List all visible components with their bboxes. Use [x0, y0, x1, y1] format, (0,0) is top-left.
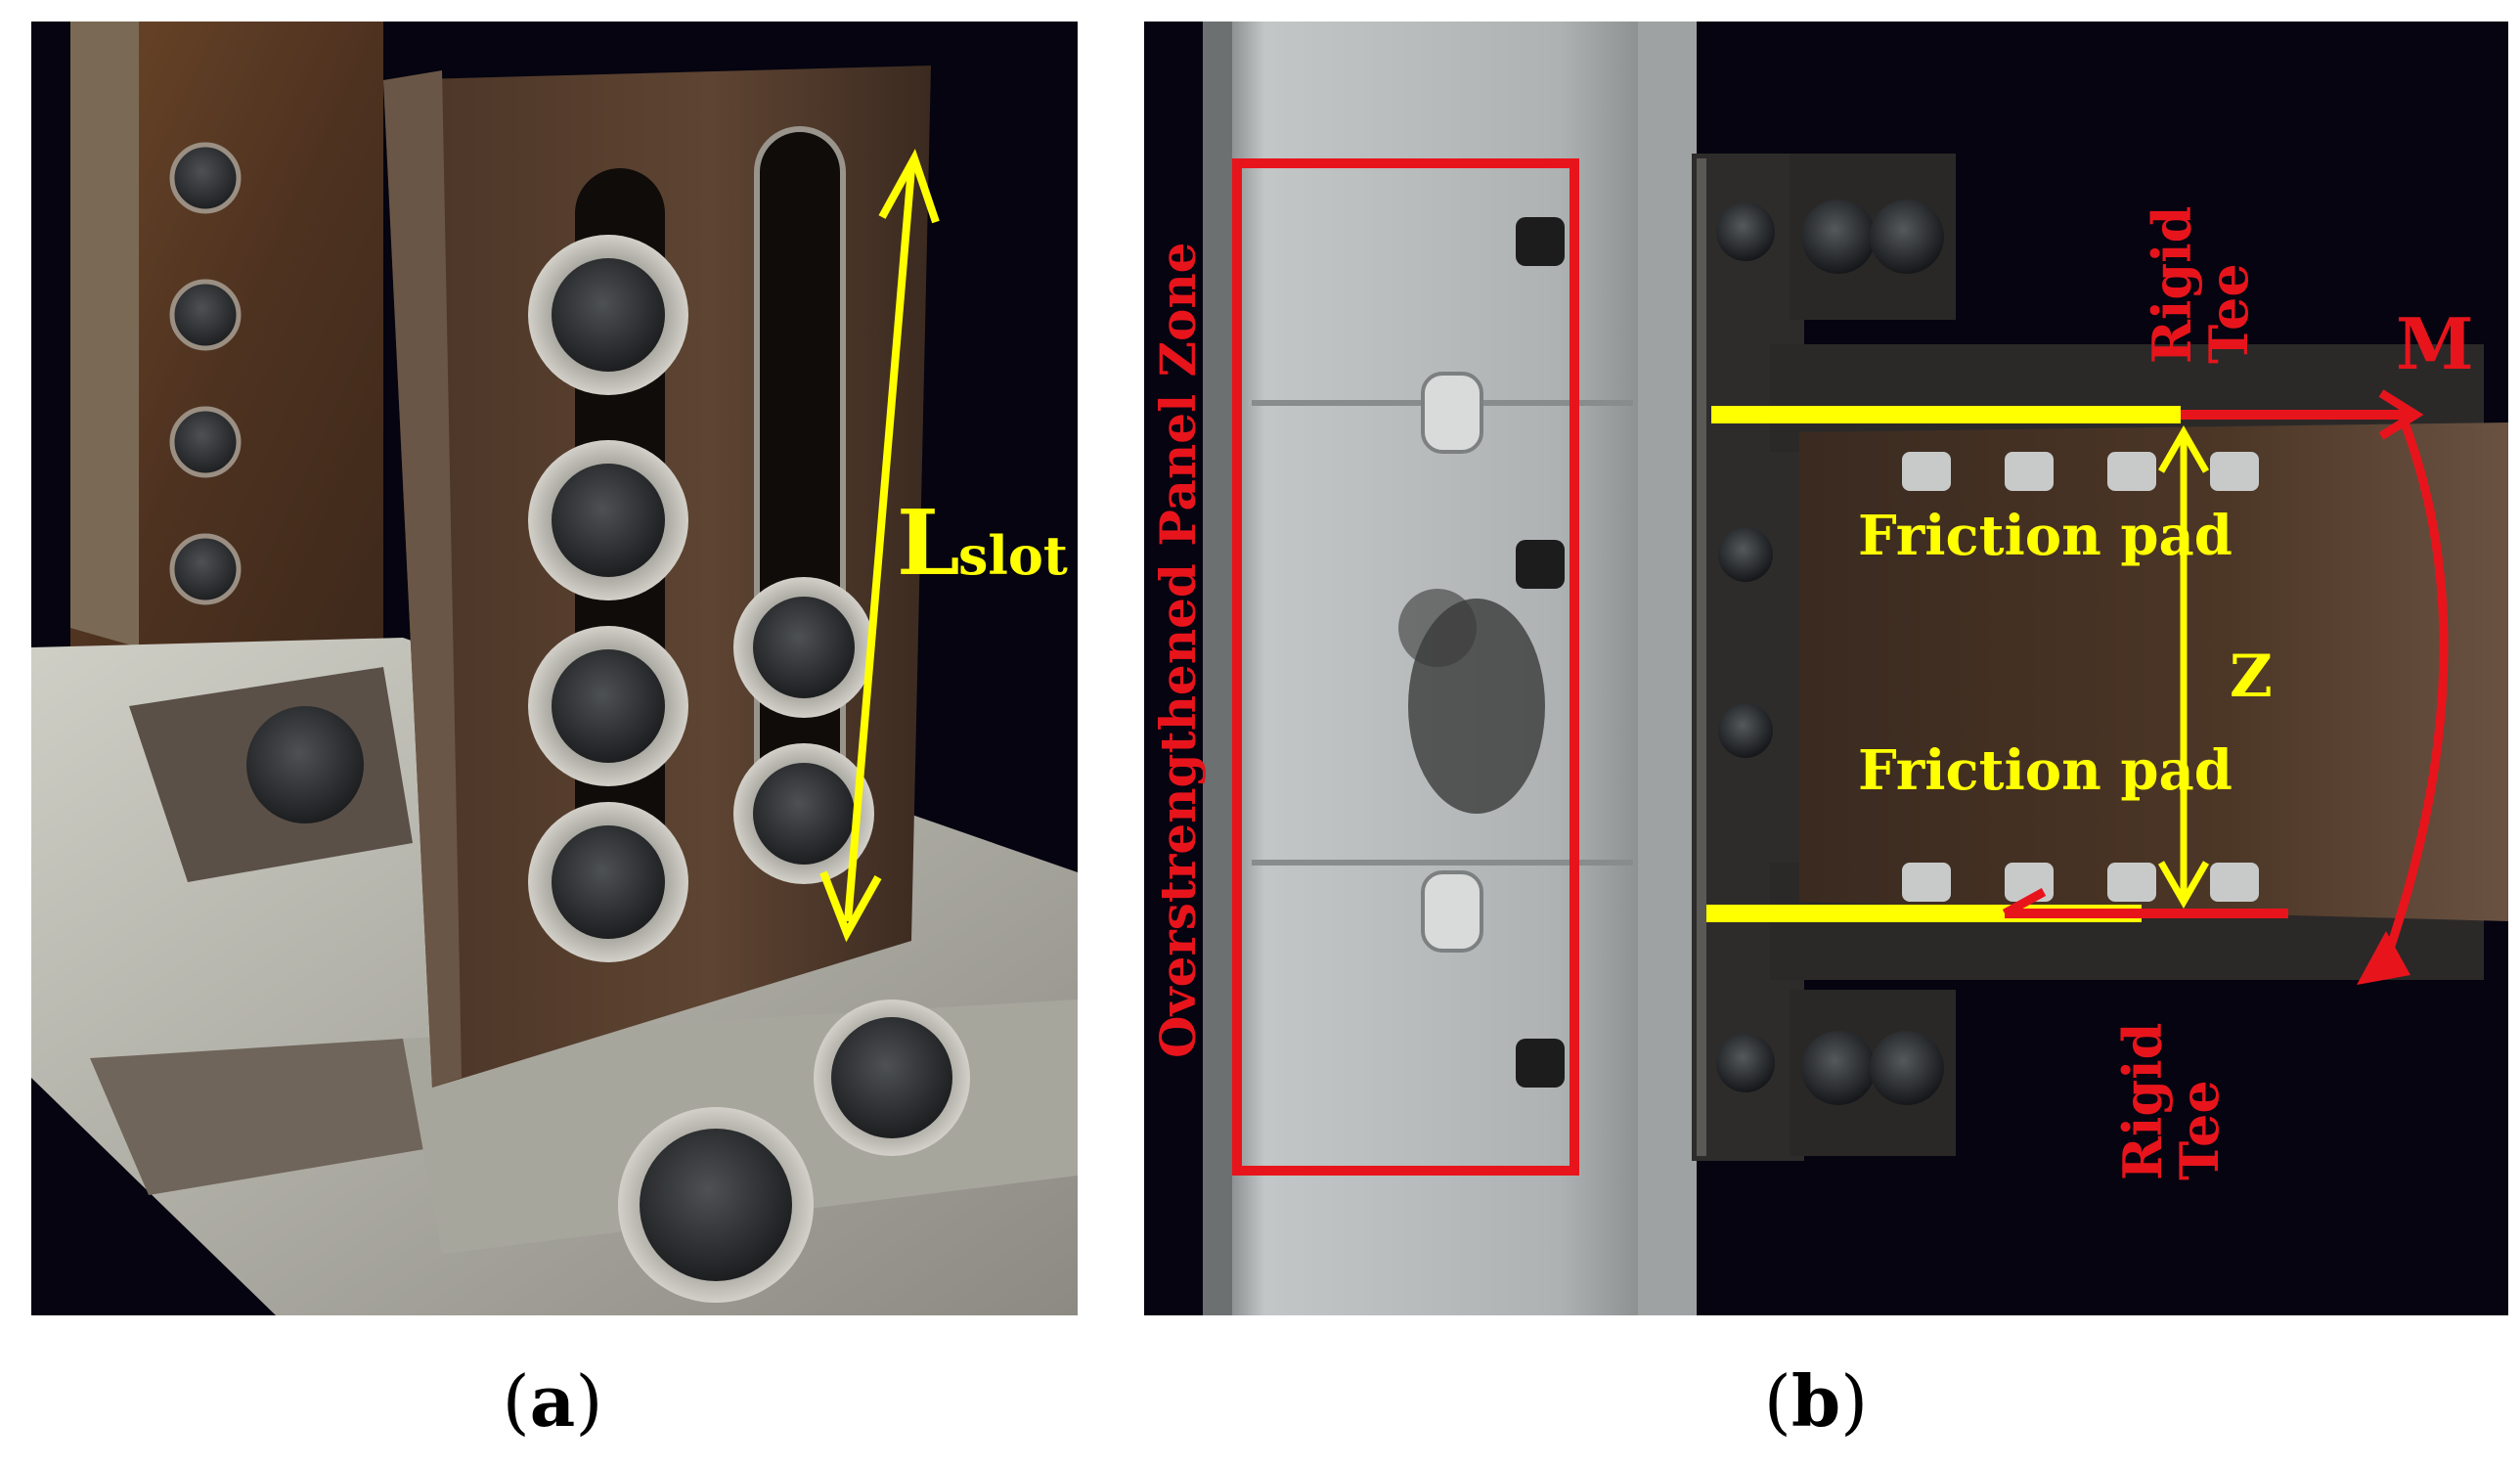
moment-arrow [2357, 411, 2449, 985]
photo-b-illustration: Overstrengthened Panel Zone Rigid Tee Ri… [1149, 22, 2508, 1315]
photo-a-illustration: L slot [31, 22, 1078, 1315]
caption-b-open: ( [1763, 1360, 1791, 1443]
photo-panel-a: L slot [31, 22, 1078, 1315]
friction-pad-lines [1706, 389, 2424, 922]
photo-panel-b: Overstrengthened Panel Zone Rigid Tee Ri… [1144, 22, 2508, 1315]
column-bolts [169, 142, 242, 605]
column [1203, 22, 1697, 1315]
caption-a-letter: a [529, 1359, 576, 1443]
friction-bolts-top [1902, 452, 2259, 491]
label-Z: Z [2230, 643, 2273, 711]
caption-b-letter: b [1791, 1359, 1841, 1443]
bolt-slot-right [754, 126, 846, 836]
lever-arm-arrow [2157, 424, 2210, 910]
rigid-tee-top-label-1: Rigid [2141, 206, 2203, 364]
caption-b: (b) [1718, 1359, 1914, 1443]
friction-pad-top-label: Friction pad [1858, 504, 2233, 568]
caption-a-close: ) [575, 1360, 603, 1443]
caption-a: (a) [455, 1359, 650, 1443]
panel-zone-box [1232, 158, 1579, 1176]
slot-length-arrow [819, 149, 940, 943]
caption-a-open: ( [502, 1360, 530, 1443]
label-L: L [897, 490, 960, 596]
caption-b-close: ) [1840, 1360, 1869, 1443]
label-slot-subscript: slot [958, 524, 1068, 587]
rigid-tee-bottom-label-2: Tee [2168, 1080, 2231, 1180]
beam [1799, 422, 2508, 921]
friction-pad-bottom-label: Friction pad [1858, 738, 2233, 803]
rigid-tee-top-label-2: Tee [2197, 263, 2260, 364]
base-bolts [246, 706, 970, 1303]
label-M: M [2396, 302, 2474, 385]
slot-bolts [528, 235, 874, 962]
panel-zone-label: Overstrengthened Panel Zone [1149, 243, 1207, 1059]
rigid-tee-bottom-label-1: Rigid [2111, 1023, 2174, 1180]
column-section [70, 22, 383, 706]
end-plate [1692, 154, 1804, 1161]
